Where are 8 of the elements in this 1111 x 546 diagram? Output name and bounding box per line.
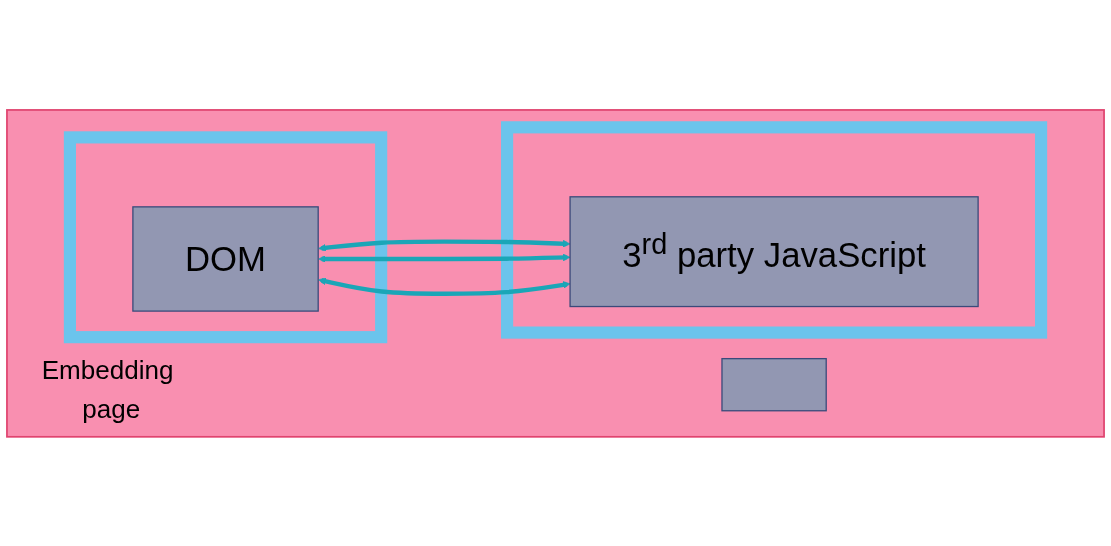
node-box (721, 357, 827, 411)
arrow (318, 239, 571, 252)
node-box: 3$^{rd}$ party JavaScript (569, 195, 979, 307)
node-box: DOM (132, 205, 319, 312)
arrow (318, 277, 571, 296)
cluster (63, 130, 388, 343)
arrow (318, 253, 571, 263)
cluster (501, 120, 1048, 339)
